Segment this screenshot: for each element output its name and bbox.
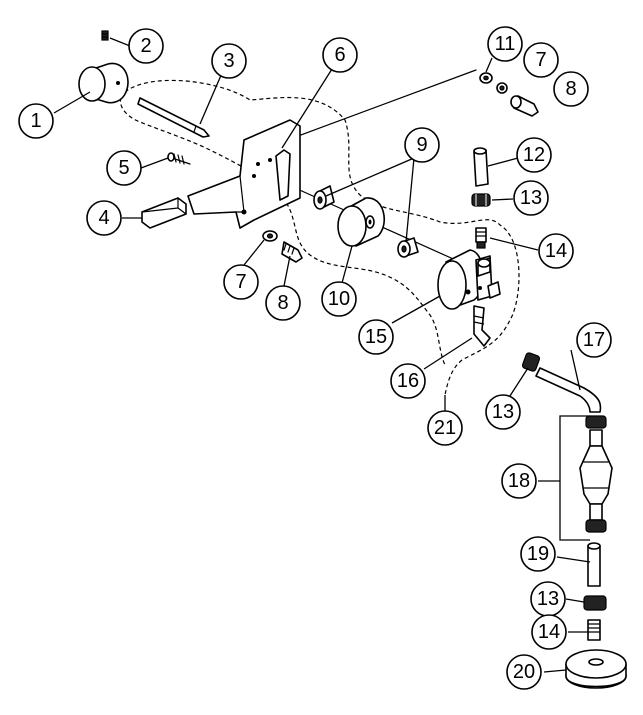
svg-text:12: 12 <box>523 144 545 166</box>
svg-text:8: 8 <box>277 292 288 314</box>
part-nut-upper <box>471 193 491 207</box>
part-inline-filter <box>579 415 613 533</box>
svg-text:11: 11 <box>495 33 516 55</box>
dashed-outline-upper <box>124 79 520 396</box>
callout-2: 2 <box>128 28 164 64</box>
part-weight-disc <box>565 649 627 689</box>
callout-7-left: 7 <box>223 264 259 300</box>
callout-3: 3 <box>211 43 247 79</box>
part-nut-middle <box>521 352 541 372</box>
svg-text:3: 3 <box>223 50 234 72</box>
svg-text:7: 7 <box>535 49 546 71</box>
callout-11: 11 <box>487 26 523 62</box>
svg-text:15: 15 <box>365 326 387 348</box>
svg-text:18: 18 <box>508 470 530 492</box>
part-fitting-lower <box>587 619 601 641</box>
callout-13-lower: 13 <box>530 581 566 617</box>
callout-1: 1 <box>18 103 54 139</box>
part-small-screw <box>167 152 191 165</box>
svg-text:19: 19 <box>527 543 549 565</box>
callout-7-upper: 7 <box>523 42 559 78</box>
callout-18: 18 <box>501 463 537 499</box>
svg-text:8: 8 <box>565 78 576 100</box>
part-bent-tube <box>535 367 602 413</box>
svg-text:9: 9 <box>416 134 427 156</box>
callout-17: 17 <box>576 322 612 358</box>
svg-text:16: 16 <box>397 370 419 392</box>
svg-text:20: 20 <box>513 661 535 683</box>
part-mounting-bracket <box>187 119 301 229</box>
callout-15: 15 <box>358 319 394 355</box>
callout-21: 21 <box>427 410 463 446</box>
part-handle-block <box>141 197 187 229</box>
svg-text:13: 13 <box>520 187 542 209</box>
callout-20: 20 <box>506 654 542 690</box>
svg-text:4: 4 <box>98 207 109 229</box>
leader-lines <box>53 37 591 673</box>
svg-text:14: 14 <box>538 621 560 643</box>
callout-8-upper: 8 <box>553 71 589 107</box>
callout-10: 10 <box>321 281 357 317</box>
part-tube-upper <box>473 147 489 187</box>
callout-13-upper: 13 <box>513 180 549 216</box>
part-tube-lower <box>587 542 601 587</box>
callout-16: 16 <box>390 363 426 399</box>
part-bolt-left <box>281 241 303 263</box>
callout-13-middle: 13 <box>485 394 521 430</box>
part-bolt-upper <box>510 95 539 117</box>
svg-text:1: 1 <box>30 110 41 132</box>
callout-6: 6 <box>322 37 358 73</box>
part-roller <box>337 197 386 247</box>
callout-8-left: 8 <box>265 285 301 321</box>
svg-text:10: 10 <box>328 288 350 310</box>
part-washer-left <box>262 230 278 242</box>
callout-9: 9 <box>404 127 440 163</box>
svg-text:17: 17 <box>583 329 605 351</box>
part-spacer-upper <box>313 185 335 210</box>
part-elbow <box>473 305 491 347</box>
part-nut-lower <box>583 595 607 611</box>
callout-14-lower: 14 <box>531 614 567 650</box>
part-fitting-upper <box>475 227 487 249</box>
part-valve-body <box>437 249 501 310</box>
part-rod <box>137 97 210 138</box>
svg-text:13: 13 <box>537 588 559 610</box>
svg-text:14: 14 <box>545 240 567 262</box>
svg-text:5: 5 <box>118 157 129 179</box>
part-washer-upper <box>479 72 493 84</box>
callout-19: 19 <box>520 536 556 572</box>
part-set-screw <box>101 30 109 41</box>
callout-14-upper: 14 <box>538 233 574 269</box>
part-knob <box>78 62 129 104</box>
callout-12: 12 <box>516 137 552 173</box>
callout-5: 5 <box>106 150 142 186</box>
callout-4: 4 <box>86 200 122 236</box>
svg-text:7: 7 <box>235 271 246 293</box>
svg-text:6: 6 <box>334 44 345 66</box>
svg-text:13: 13 <box>492 401 514 423</box>
svg-text:2: 2 <box>140 35 151 57</box>
part-lock-washer-upper <box>496 82 508 94</box>
svg-text:21: 21 <box>434 417 456 439</box>
part-spacer-lower <box>397 237 419 258</box>
